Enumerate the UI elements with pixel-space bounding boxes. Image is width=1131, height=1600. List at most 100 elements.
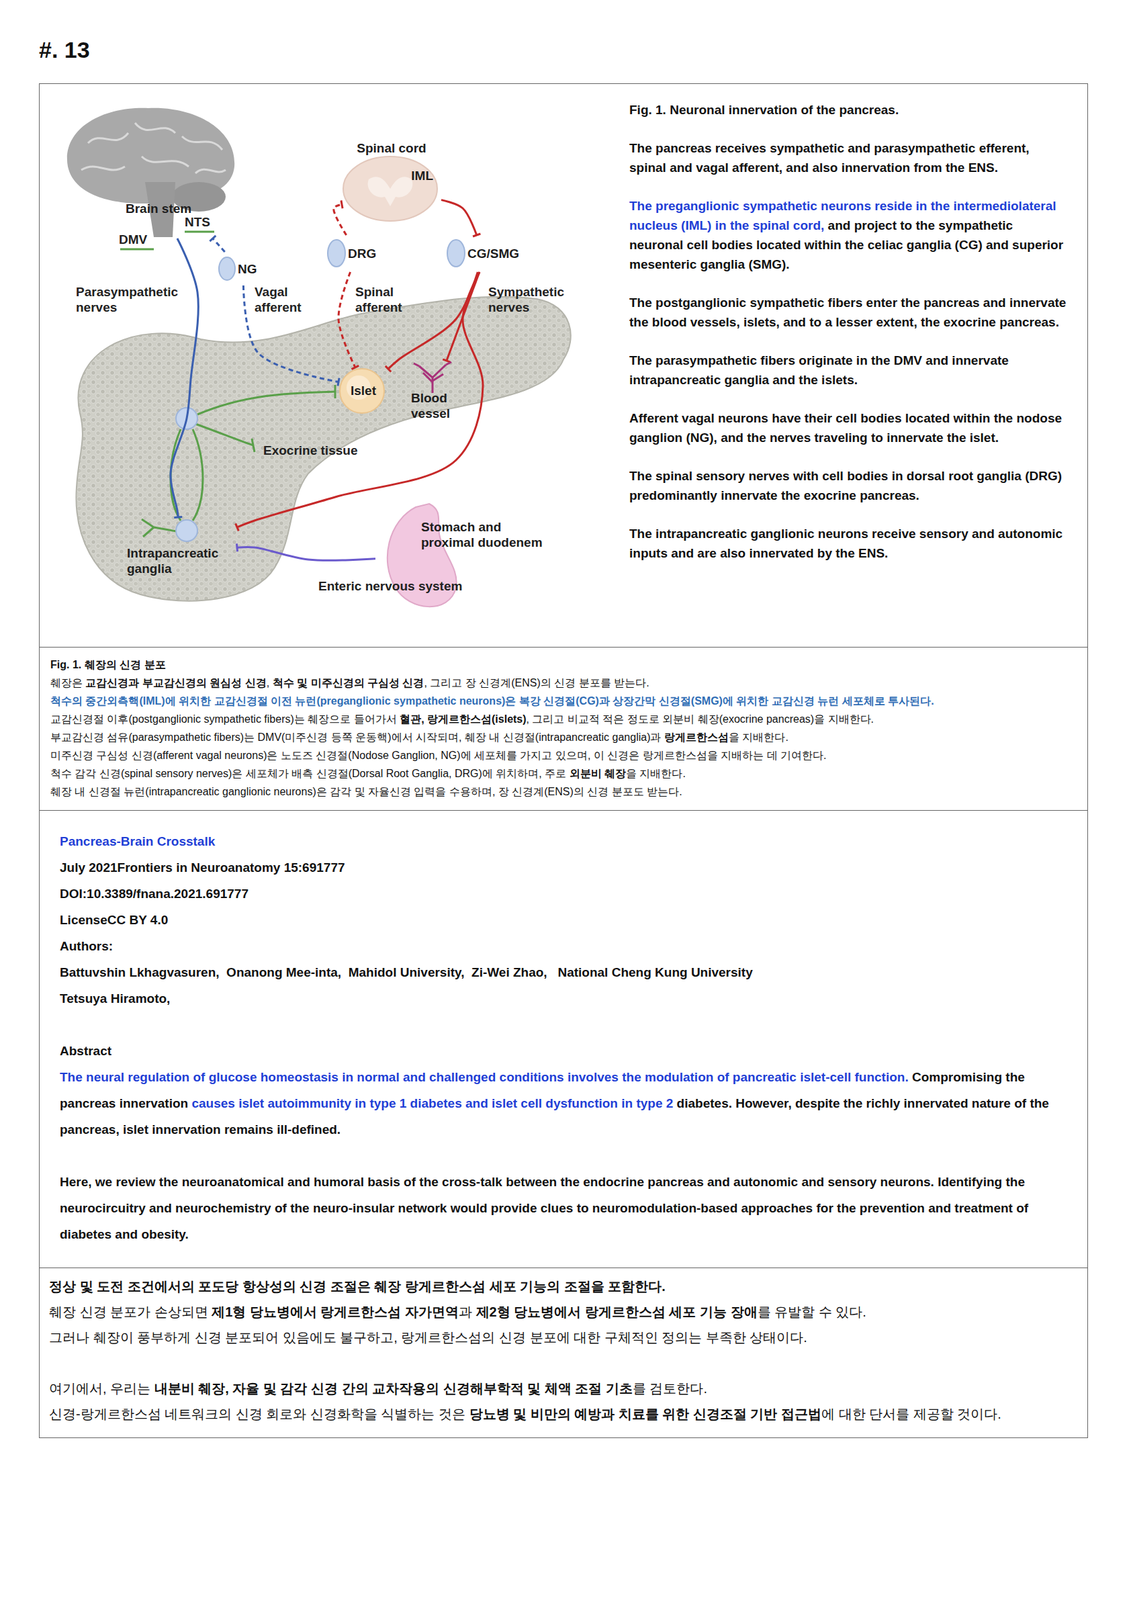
text-run: 제2형 당뇨병에서 랑게르한스섬 세포 기능 장애	[476, 1304, 758, 1320]
text-run: Authors:	[59, 938, 113, 954]
node-label: Intrapancreatic ganglia	[126, 545, 238, 577]
nerve-connector	[212, 238, 225, 252]
paragraph: The intrapancreatic ganglionic neurons r…	[629, 523, 1070, 563]
text-run: 를 검토한다.	[632, 1380, 708, 1396]
text-run: 척수 및 미주신경의 구심성 신경	[272, 676, 425, 689]
text-run: The pancreas receives sympathetic and pa…	[629, 141, 1033, 175]
text-run: The intrapancreatic ganglionic neurons r…	[629, 526, 1066, 561]
paragraph: Tetsuya Hiramoto,	[59, 985, 1068, 1012]
paragraph: 교감신경절 이후(postganglionic sympathetic fibe…	[50, 709, 1077, 729]
paragraph: 부교감신경 섬유(parasympathetic fibers)는 DMV(미주…	[50, 728, 1077, 747]
blood-vessel: Blood vessel	[405, 360, 465, 424]
figure-label: Exocrine tissue	[263, 442, 358, 459]
paragraph: Pancreas-Brain Crosstalk	[59, 828, 1068, 855]
text-run: Pancreas-Brain Crosstalk	[59, 834, 215, 849]
ganglion: Intrapancreatic ganglia	[126, 517, 238, 579]
figure-label: Sympathetic nerves	[488, 284, 577, 315]
figure-label: Vagal afferent	[254, 284, 319, 315]
paragraph: The neural regulation of glucose homeost…	[59, 1063, 1068, 1143]
text-run: Parasympathetic nerves	[75, 284, 178, 315]
nerve-connector	[170, 238, 199, 518]
node-label: Brain stem	[125, 200, 243, 217]
paragraph: 척수의 중간외측핵(IML)에 위치한 교감신경절 이전 뉴런(pregangl…	[50, 691, 1077, 710]
paragraph: 정상 및 도전 조건에서의 포도당 항상성의 신경 조절은 췌장 랑게르한스섬 …	[49, 1273, 1078, 1299]
text-run: Sympathetic nerves	[488, 284, 565, 315]
figure-caption: Fig. 1. Neuronal innervation of the panc…	[629, 100, 1070, 120]
nerve-connector	[441, 200, 477, 236]
green-fibers	[120, 231, 336, 537]
node-label: Spinal cord	[341, 140, 442, 156]
text-run: 외분비 췌장	[569, 767, 626, 780]
nerve-connector	[243, 285, 339, 383]
text-run: Enteric nervous system	[318, 578, 463, 594]
text-run: DOI:10.3389/fnana.2021.691777	[59, 886, 249, 901]
text-run: 을 지배한다.	[625, 767, 686, 780]
text-run: NTS	[184, 214, 211, 230]
paragraph: Battuvshin Lkhagvasuren, Onanong Mee-int…	[59, 959, 1068, 986]
text-run: ,	[266, 676, 273, 689]
brain-shape: Brain stem	[61, 102, 243, 239]
node-label: NG	[237, 261, 262, 277]
text-run: 혈관, 랑게르한스섬(islets)	[399, 713, 526, 725]
brain-shape-outline	[61, 102, 240, 239]
paragraph: The pancreas receives sympathetic and pa…	[629, 138, 1070, 178]
text-run: July 2021Frontiers in Neuroanatomy 15:69…	[59, 860, 346, 875]
paragraph: DOI:10.3389/fnana.2021.691777	[59, 880, 1068, 907]
paragraph: Afferent vagal neurons have their cell b…	[629, 408, 1070, 448]
paragraph: Authors:	[59, 932, 1068, 960]
text-run: The parasympathetic fibers originate in …	[629, 353, 1013, 387]
text-run: The postganglionic sympathetic fibers en…	[629, 295, 1070, 330]
figure-label: DMV	[118, 231, 148, 248]
text-run: Spinal afferent	[355, 284, 403, 315]
text-run: 췌장 신경 분포가 손상되면	[49, 1304, 212, 1320]
node-label: Stomach and proximal duodenem	[421, 519, 549, 551]
node-label: Blood vessel	[411, 390, 462, 422]
stomach-shape: Stomach and proximal duodenem	[375, 500, 577, 615]
paragraph: 여기에서, 우리는 내분비 췌장, 자율 및 감각 신경 간의 교차작용의 신경…	[49, 1375, 1078, 1401]
paragraph: The parasympathetic fibers originate in …	[629, 350, 1070, 390]
paragraph: 췌장 신경 분포가 손상되면 제1형 당뇨병에서 랑게르한스섬 자가면역과 제2…	[49, 1298, 1078, 1325]
node-label: DRG	[347, 245, 385, 262]
paragraph: 척수 감각 신경(spinal sensory nerves)은 세포체가 배측…	[50, 764, 1077, 783]
text-run: Tetsuya Hiramoto,	[59, 991, 170, 1006]
text-run: Abstract	[59, 1043, 112, 1058]
text-run: 미주신경 구심성 신경(afferent vagal neurons)은 노도즈…	[50, 749, 827, 761]
pancreas-outline	[75, 296, 571, 602]
node-label: IML	[341, 167, 442, 184]
text-run: Afferent vagal neurons have their cell b…	[629, 411, 1066, 445]
paragraph: 췌장은 교감신경과 부교감신경의 원심성 신경, 척수 및 미주신경의 구심성 …	[50, 673, 1077, 692]
nerve-connector	[338, 272, 356, 368]
ganglion: DRG	[325, 235, 385, 273]
text-run: Exocrine tissue	[263, 443, 358, 458]
paragraph: The preganglionic sympathetic neurons re…	[629, 196, 1070, 275]
text-run: 신경-랑게르한스섬 네트워크의 신경 회로와 신경화학을 식별하는 것은	[49, 1406, 470, 1422]
text-run: The spinal sensory nerves with cell bodi…	[629, 468, 1066, 503]
paragraph: 신경-랑게르한스섬 네트워크의 신경 회로와 신경화학을 식별하는 것은 당뇨병…	[49, 1400, 1078, 1427]
figure-label: NTS	[184, 214, 211, 230]
node-label: Islet	[338, 382, 389, 399]
text-run: 척수 감각 신경(spinal sensory nerves)은 세포체가 배측…	[50, 767, 570, 780]
node-label: CG/SMG	[467, 245, 528, 262]
text-run: Fig. 1. 췌장의 신경 분포	[50, 658, 166, 671]
text-run: The neural regulation of glucose homeost…	[59, 1069, 909, 1084]
text-run: , 그리고 비교적 적은 정도로 외분비 췌장(exocrine pancrea…	[526, 713, 874, 725]
text-run: 를 유발할 수 있다.	[757, 1304, 867, 1320]
text-run: 여기에서, 우리는	[49, 1380, 155, 1396]
islet-circle: Islet	[338, 367, 389, 415]
page-heading: #. 13	[38, 36, 90, 64]
text-run: 췌장 내 신경절 뉴런(intrapancreatic ganglionic n…	[50, 785, 683, 798]
nerve-connector	[237, 547, 376, 561]
figure-label: Spinal afferent	[355, 284, 418, 315]
paragraph: Fig. 1. 췌장의 신경 분포	[50, 655, 1077, 674]
text-run: 부교감신경 섬유(parasympathetic fibers)는 DMV(미주…	[50, 731, 665, 743]
spinal-cord: Spinal cordIML	[341, 139, 442, 223]
text-run: 랑게르한스섬	[664, 731, 729, 743]
text-run: 내분비 췌장, 자율 및 감각 신경 간의 교차작용의 신경해부학적 및 체액 …	[154, 1380, 633, 1396]
text-run: 교감신경절 이후(postganglionic sympathetic fibe…	[50, 713, 400, 725]
nerve-connector	[237, 272, 483, 528]
text-run: LicenseCC BY 4.0	[59, 912, 168, 927]
figure-label: Enteric nervous system	[318, 578, 463, 594]
paragraph: 췌장 내 신경절 뉴런(intrapancreatic ganglionic n…	[50, 782, 1077, 801]
nerve-connector	[388, 272, 478, 369]
text-run: 제1형 당뇨병에서 랑게르한스섬 자가면역	[211, 1304, 459, 1320]
